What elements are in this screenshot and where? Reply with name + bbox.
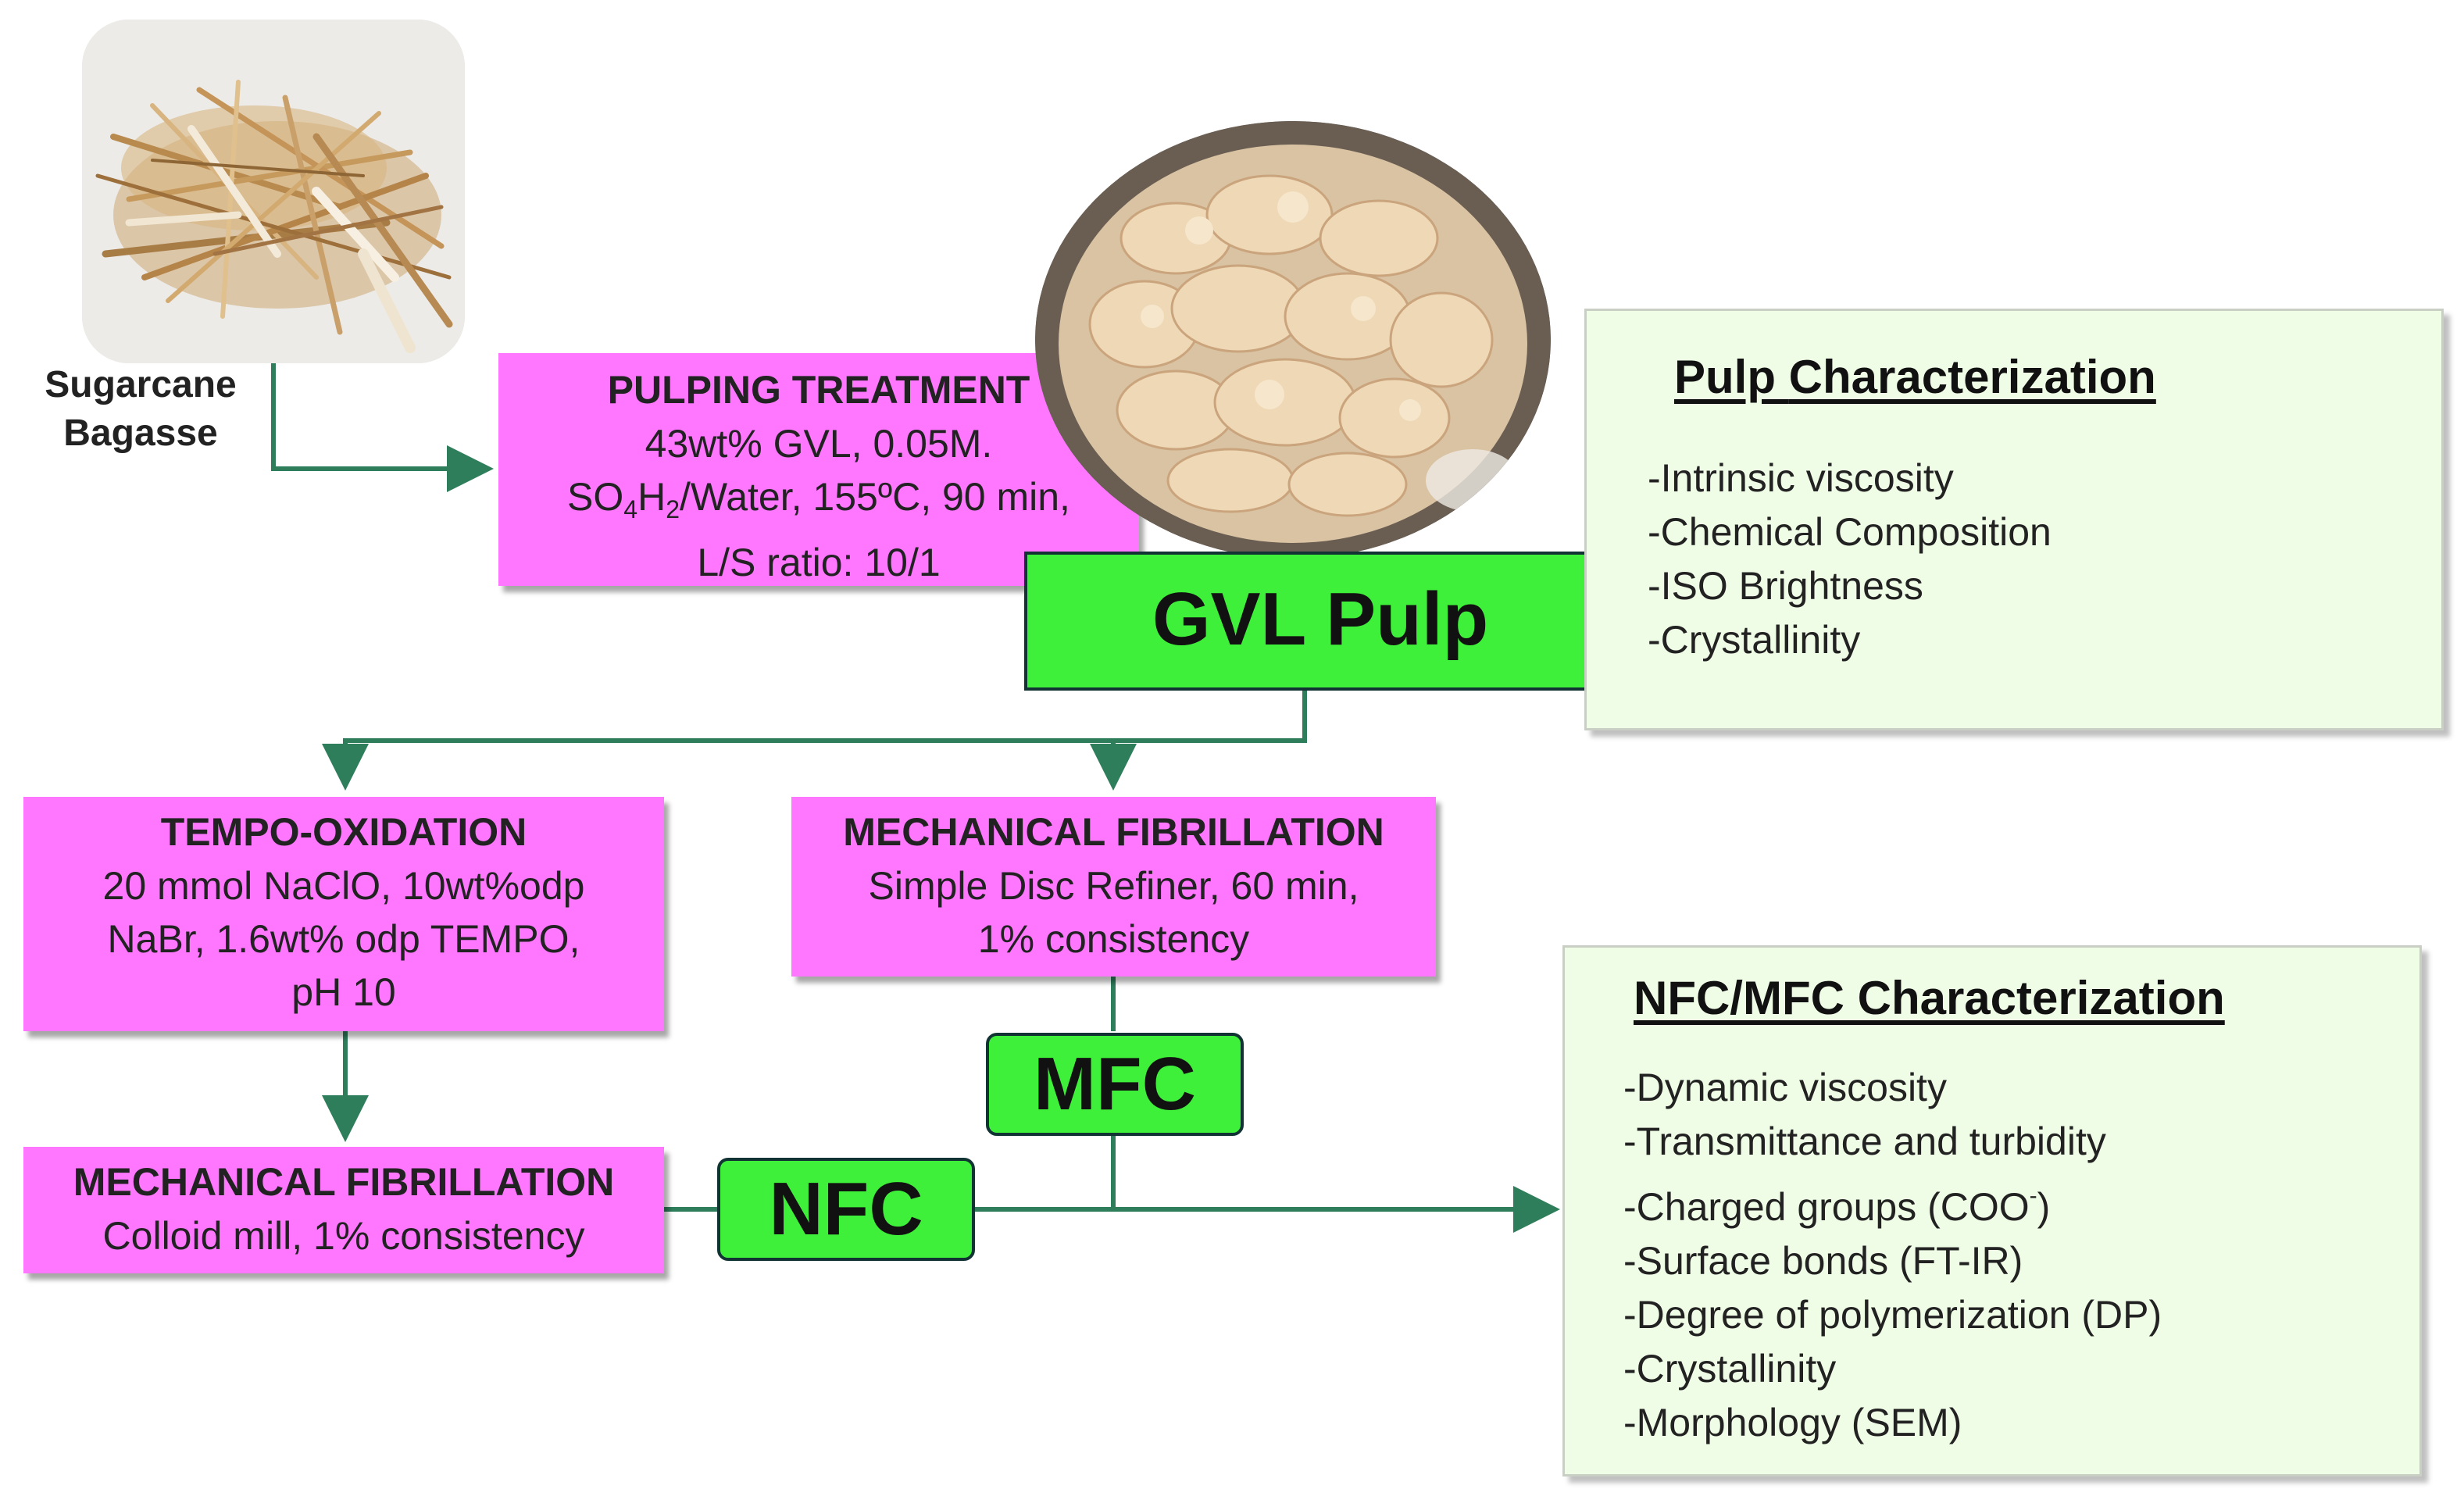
pulping-line3: L/S ratio: 10/1 (697, 541, 941, 584)
pulping-line2: SO4H2/Water, 155ºC, 90 min, (498, 470, 1139, 536)
refiner-line: 1% consistency (977, 917, 1250, 961)
nfc-mfc-characterization-item: -Crystallinity (1623, 1347, 1837, 1391)
nfc-mfc-characterization-item: -Transmittance and turbidity (1623, 1119, 2106, 1163)
pulp-characterization-title-part2: Characterization (1788, 351, 2156, 403)
mechanical-fibrillation-colloid-box: MECHANICAL FIBRILLATION Colloid mill, 1%… (23, 1147, 664, 1273)
nfc-label: NFC (769, 1167, 923, 1251)
arrow-gvl-split (322, 687, 1307, 791)
pulp-characterization-title: Pulp Characterization (1674, 350, 2156, 404)
nfc-mfc-characterization-item: -Charged groups (COO-) (1623, 1169, 2162, 1234)
nfc-tag: NFC (717, 1158, 975, 1261)
refiner-title: MECHANICAL FIBRILLATION (843, 810, 1384, 854)
nfc-mfc-characterization-box: NFC/MFC Characterization -Dynamic viscos… (1562, 945, 2422, 1477)
tempo-title: TEMPO-OXIDATION (160, 810, 527, 854)
pulp-characterization-item: -ISO Brightness (1648, 564, 1923, 608)
gvl-pulp-photo (1035, 121, 1551, 559)
refiner-line: Simple Disc Refiner, 60 min, (868, 864, 1359, 908)
bagasse-label-line1: Sugarcane (45, 364, 237, 405)
nfc-mfc-characterization-item: -Morphology (SEM) (1623, 1401, 1962, 1444)
tempo-line: NaBr, 1.6wt% odp TEMPO, (107, 917, 580, 961)
gvl-pulp-illustration (1035, 121, 1551, 559)
mfc-label: MFC (1034, 1042, 1196, 1126)
pulping-line2-post: /Water, 155ºC, 90 min, (680, 475, 1070, 519)
pulping-treatment-box: PULPING TREATMENT 43wt% GVL, 0.05M. SO4H… (498, 353, 1139, 586)
nfc-mfc-characterization-item: -Surface bonds (FT-IR) (1623, 1239, 2023, 1283)
pulping-line2-mid: H (637, 475, 666, 519)
charged-groups-text: -Charged groups (COO (1623, 1185, 2030, 1229)
bagasse-label: Sugarcane Bagasse (23, 361, 258, 458)
mechanical-fibrillation-refiner-box: MECHANICAL FIBRILLATION Simple Disc Refi… (791, 797, 1436, 977)
charged-groups-close: ) (2037, 1185, 2051, 1229)
bagasse-illustration (82, 20, 465, 363)
pulp-characterization-title-part1: Pulp (1674, 351, 1776, 403)
arrow-bagasse-to-pulping (271, 363, 494, 492)
gvl-pulp-label: GVL Pulp (1152, 577, 1488, 661)
pulping-line1: 43wt% GVL, 0.05M. (645, 422, 993, 466)
nfc-mfc-characterization-item: -Dynamic viscosity (1623, 1066, 1947, 1109)
pulp-characterization-item: -Chemical Composition (1648, 510, 2052, 554)
pulp-characterization-box: Pulp Characterization -Intrinsic viscosi… (1584, 309, 2444, 730)
gvl-pulp-tag: GVL Pulp (1024, 552, 1648, 691)
pulping-title: PULPING TREATMENT (607, 368, 1030, 412)
colloid-title: MECHANICAL FIBRILLATION (73, 1160, 615, 1204)
bagasse-label-line2: Bagasse (63, 412, 218, 454)
pulping-line2-sub2: 2 (666, 495, 680, 523)
nfc-mfc-characterization-title: NFC/MFC Characterization (1634, 972, 2225, 1024)
pulp-characterization-item: -Crystallinity (1648, 618, 1861, 662)
bagasse-photo (82, 20, 465, 363)
pulping-line2-sub1: 4 (623, 495, 638, 523)
colloid-line: Colloid mill, 1% consistency (102, 1214, 585, 1258)
tempo-line: 20 mmol NaClO, 10wt%odp (102, 864, 585, 908)
tempo-line: pH 10 (291, 970, 396, 1014)
nfc-mfc-characterization-item: -Degree of polymerization (DP) (1623, 1293, 2162, 1337)
tempo-oxidation-box: TEMPO-OXIDATION 20 mmol NaClO, 10wt%odp … (23, 797, 664, 1031)
pulping-line2-pre: SO (567, 475, 624, 519)
pulp-characterization-list: -Intrinsic viscosity -Chemical Compositi… (1648, 452, 2052, 667)
pulp-characterization-item: -Intrinsic viscosity (1648, 456, 1954, 500)
nfc-mfc-characterization-list: -Dynamic viscosity -Transmittance and tu… (1623, 1061, 2162, 1450)
mfc-tag: MFC (986, 1033, 1244, 1136)
charged-groups-sup: - (2029, 1183, 2037, 1209)
